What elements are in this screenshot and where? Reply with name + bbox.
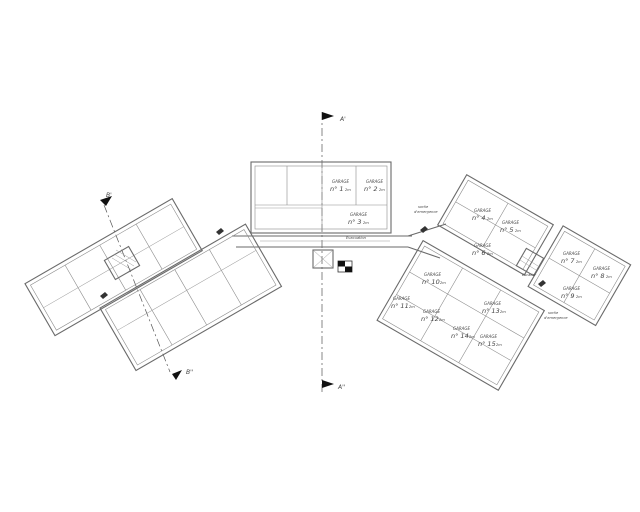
entry-marks [100,226,546,299]
garages-right-far: GARAGE n° 7 2m GARAGE n° 8 2m GARAGE n° … [561,251,612,300]
garage-label: GARAGE [593,266,610,271]
garage-unit: 2m [500,310,506,314]
garage-label: GARAGE [366,179,383,184]
garage-label: GARAGE [332,179,349,184]
garage-number: n° 4 [472,214,486,222]
garage-unit: 2m [345,188,351,192]
wing-right-upper [436,173,555,276]
section-line-a: A' A'' [321,112,346,392]
stair-note: Escalier [522,273,537,277]
corridor-note: Evacuation [346,236,367,240]
garage-number: n° 11 [391,302,409,310]
garage-unit: 2m [409,305,415,309]
garage-unit: 2m [379,188,385,192]
garage-unit: 2m [576,295,582,299]
garage-number: n° 9 [561,292,575,300]
section-label-b-top: B' [106,192,112,199]
garage-label: GARAGE [424,272,441,277]
garage-number: n° 10 [422,278,440,286]
garage-unit: 2m [576,260,582,264]
garage-number: n° 2 [364,185,378,193]
exit-note-upper: sortie d'emergence [414,205,438,214]
garages-right-lower: GARAGE n° 10 2m GARAGE n° 11 2m GARAGE n… [391,272,506,348]
garage-label: GARAGE [563,251,580,256]
garage-number: n° 1 [330,185,344,193]
garage-label: GARAGE [480,334,497,339]
garage-unit: 2m [440,281,446,285]
section-arrow-b-bottom [172,370,182,380]
garage-label: GARAGE [502,220,519,225]
garage-unit: 2m [487,217,493,221]
wing-left-upper [24,197,203,337]
garage-number: n° 12 [421,315,439,323]
garage-number: n° 14 [451,332,469,340]
section-arrow-b-top [100,196,112,206]
exit-note-lower: sortie d'emergence [544,311,568,320]
garage-number: n° 3 [348,218,362,226]
section-arrow-a-top [322,112,334,120]
garage-label: GARAGE [453,326,470,331]
wing-right-far [527,225,632,327]
section-label-a-top: A' [339,116,346,123]
garage-unit: 2m [487,252,493,256]
section-label-b-bottom: B'' [186,369,194,376]
stair-right [515,247,545,277]
garages-right-upper: GARAGE n° 4 2m GARAGE n° 5 2m GARAGE n° … [472,208,521,257]
garage-number: n° 13 [482,307,500,315]
central-block: GARAGE n° 1 2m GARAGE n° 2 2m GARAGE n° … [250,161,392,234]
garage-unit: 2m [469,335,475,339]
garage-unit: 2m [515,229,521,233]
garage-unit: 2m [606,275,612,279]
garage-number: n° 15 [478,340,496,348]
garage-label: GARAGE [423,309,440,314]
wing-left-lower [99,223,283,372]
section-label-a-bottom: A'' [337,384,346,391]
garage-label: GARAGE [393,296,410,301]
wing-right-lower [376,239,546,391]
garage-label: GARAGE [350,212,367,217]
garage-number: n° 5 [500,226,514,234]
garage-unit: 2m [439,318,445,322]
garage-label: GARAGE [474,208,491,213]
garage-number: n° 8 [591,272,605,280]
corridor: Evacuation [232,235,412,273]
garage-label: GARAGE [484,301,501,306]
garage-number: n° 6 [472,249,486,257]
section-line-b: B' B'' [100,192,194,380]
garage-number: n° 7 [561,257,575,265]
garage-unit: 2m [496,343,502,347]
garage-label: GARAGE [474,243,491,248]
garage-label: GARAGE [563,286,580,291]
garage-unit: 2m [363,221,369,225]
stair-left [103,245,141,281]
stair-core [312,249,334,269]
section-arrow-a-bottom [322,380,334,388]
right-connector [407,223,545,277]
